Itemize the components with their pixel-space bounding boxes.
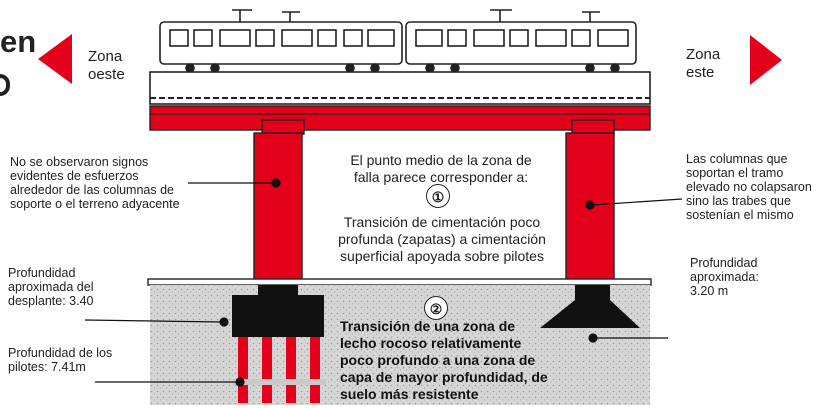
marker-1: ①	[426, 184, 450, 208]
west-footing	[232, 295, 324, 337]
train-icon	[159, 9, 637, 73]
center-point-2: Transición de una zona de lecho rocoso r…	[340, 318, 548, 402]
east-zone-label: Zona este	[686, 46, 721, 81]
title-fragment-2	[0, 74, 10, 96]
right-note-depth: Profundidad aproximada: 3.20 m	[690, 256, 759, 298]
west-zone-label: Zona oeste	[88, 48, 125, 83]
deck-slab	[149, 71, 651, 105]
left-note-no-stress: No se observaron signos evidentes de esf…	[10, 155, 180, 211]
right-note-columns: Las columnas que soportan el tramo eleva…	[686, 152, 812, 222]
east-arrow-icon	[750, 35, 782, 85]
title-fragment: en	[0, 24, 37, 59]
west-column	[253, 132, 303, 282]
center-point-1: Transición de cimentación poco profunda …	[338, 214, 546, 264]
east-footing	[540, 285, 640, 328]
ground-surface	[147, 278, 652, 286]
red-beam	[149, 105, 651, 131]
west-arrow-icon	[38, 34, 72, 84]
marker-2: ②	[424, 296, 448, 320]
center-intro: El punto medio de la zona de falla parec…	[350, 152, 532, 185]
left-note-pile-depth: Profundidad de los pilotes: 7.41m	[8, 346, 113, 374]
west-piles	[238, 337, 320, 403]
left-note-footing-depth: Profundidad aproximada del desplante: 3.…	[8, 266, 94, 308]
